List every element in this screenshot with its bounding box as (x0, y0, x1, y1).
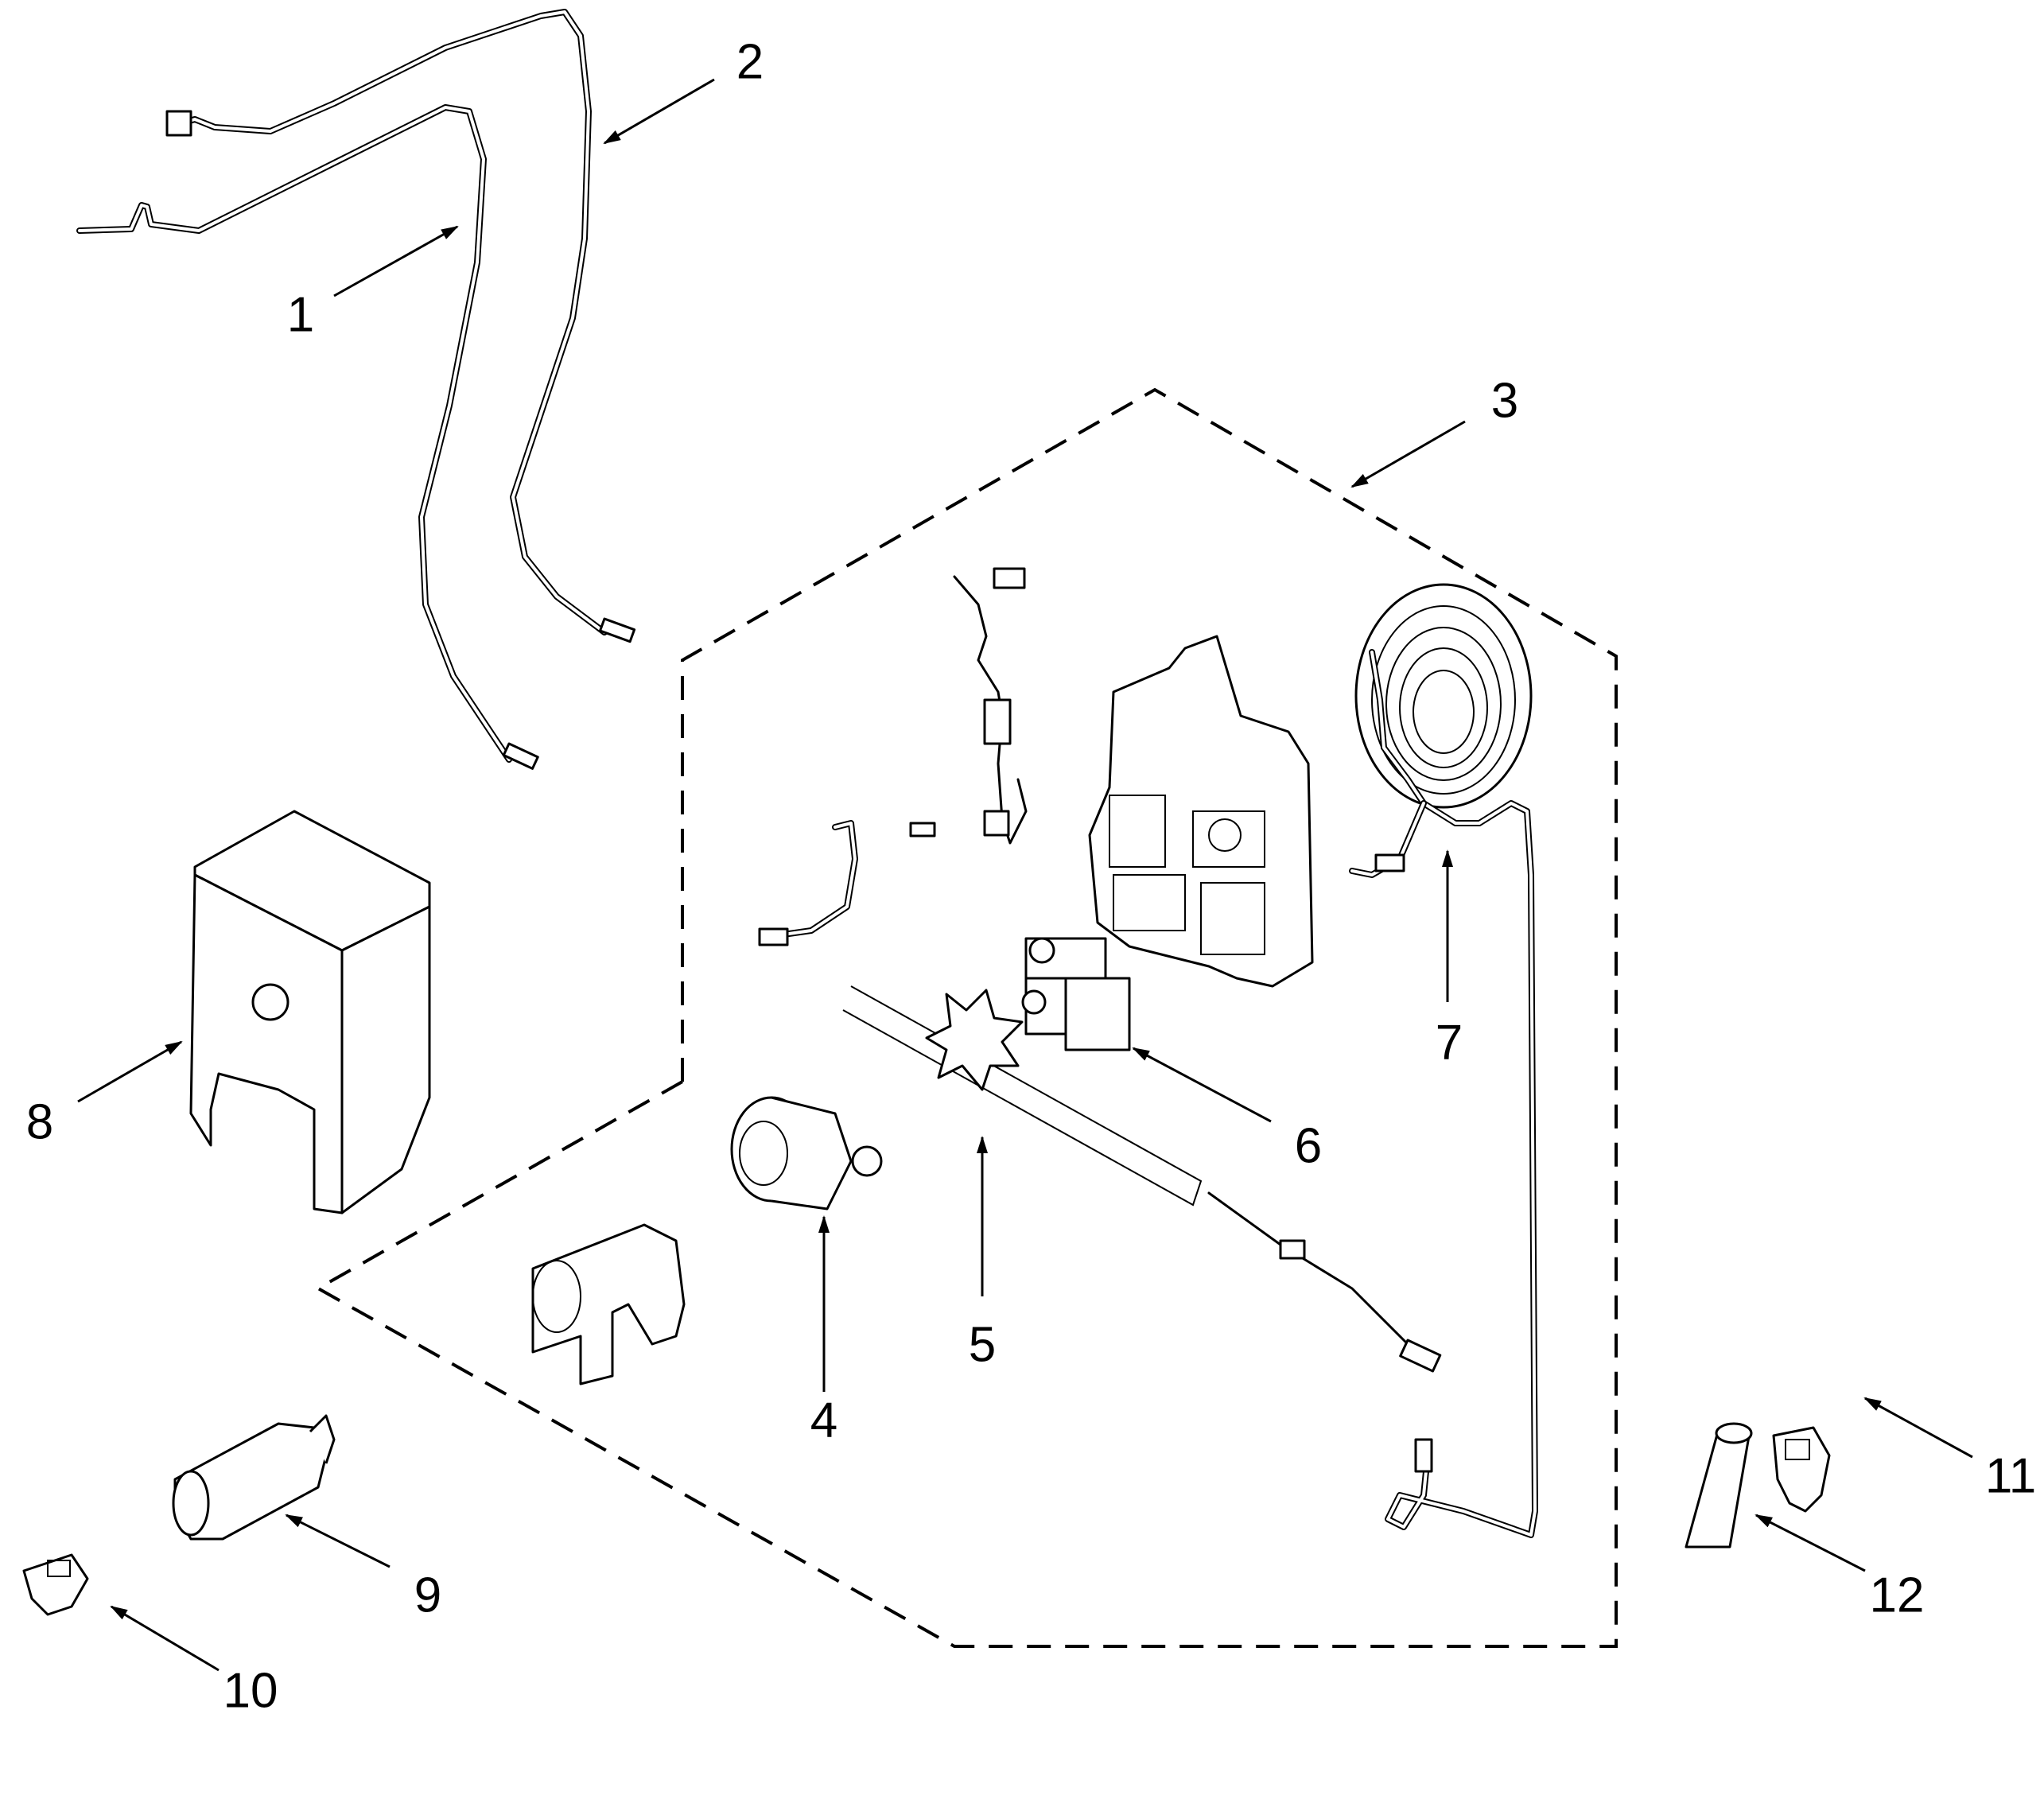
water-filter-9 (172, 1414, 336, 1541)
inlet-bracket (531, 1223, 686, 1385)
callout-6: 6 (1295, 1118, 1322, 1173)
callout-8: 8 (26, 1094, 53, 1149)
callout-10: 10 (223, 1663, 278, 1718)
leader-lines (77, 78, 1973, 1672)
callout-4: 4 (810, 1393, 837, 1448)
assembly-outline-3 (314, 387, 1618, 1648)
coiled-tube-7 (1349, 583, 1538, 1538)
tube-1 (76, 104, 539, 770)
fitting-4 (730, 1096, 883, 1210)
callout-1: 1 (287, 287, 314, 342)
filter-cap-10 (22, 1553, 89, 1616)
fill-tube (758, 820, 936, 946)
cylinder-12 (1685, 1422, 1753, 1549)
callout-5: 5 (969, 1317, 996, 1372)
ice-maker-module (1088, 635, 1314, 988)
callout-12: 12 (1870, 1568, 1925, 1622)
valve-11 (1772, 1426, 1831, 1513)
callout-3: 3 (1491, 373, 1518, 428)
callout-7: 7 (1436, 1015, 1463, 1070)
callout-11: 11 (1985, 1448, 2036, 1503)
callout-9: 9 (414, 1568, 441, 1622)
tube-2 (165, 9, 636, 643)
wire-harness (953, 567, 1028, 845)
valve-6 (1021, 937, 1131, 1051)
cover-box-8 (189, 810, 431, 1214)
heater-probe-5 (842, 985, 1442, 1373)
callout-2: 2 (736, 34, 764, 89)
